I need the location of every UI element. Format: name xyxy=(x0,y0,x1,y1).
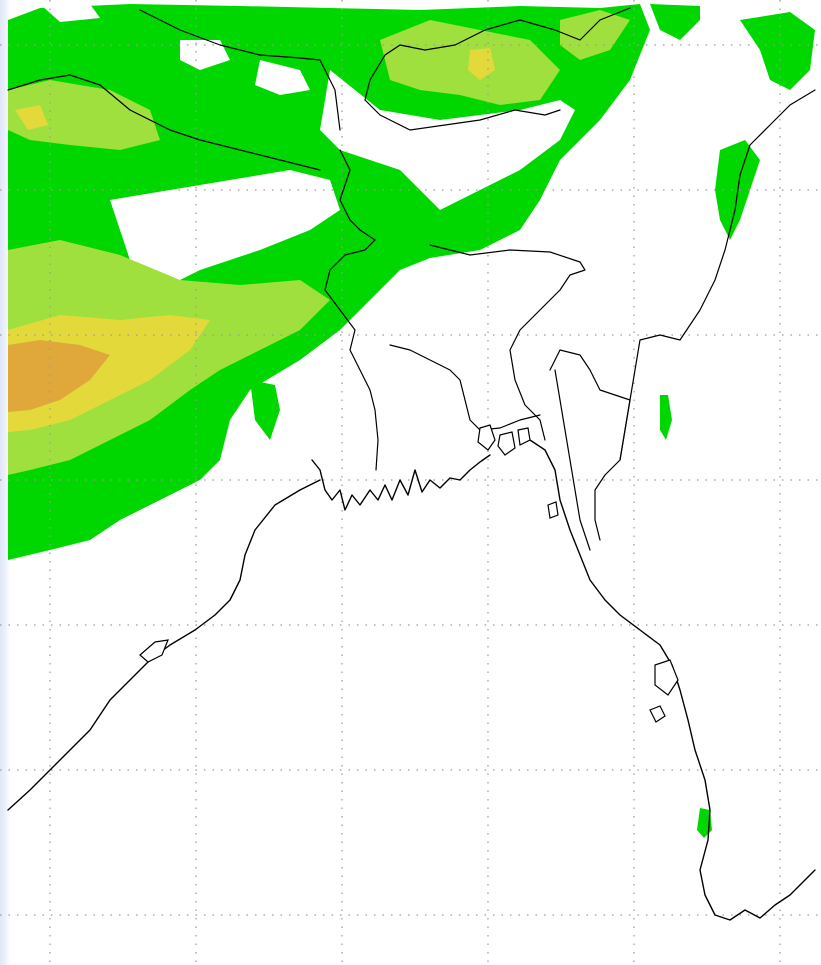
border-north-4 xyxy=(364,99,561,131)
border-north-3 xyxy=(364,7,631,101)
island-myanmar-1 xyxy=(649,705,666,723)
shade-level-2-ne xyxy=(560,10,630,60)
coastlines-and-borders xyxy=(7,7,816,921)
coastline-myanmar xyxy=(529,439,816,921)
island-delta-1 xyxy=(477,424,496,451)
dry-area-nw xyxy=(110,170,340,300)
shade-level-2-nw xyxy=(8,80,160,150)
dry-area-top2 xyxy=(255,60,310,95)
dry-area-top xyxy=(180,40,230,70)
shade-level-4-core xyxy=(8,340,110,412)
border-bangladesh-north xyxy=(429,244,586,441)
island-delta-3 xyxy=(517,427,531,446)
precipitation-shading xyxy=(8,4,815,838)
island-myanmar-2 xyxy=(654,659,679,696)
border-north-2 xyxy=(139,9,341,131)
border-ne-india xyxy=(594,89,816,541)
shade-level-1-ne xyxy=(650,4,700,40)
border-myanmar-inner xyxy=(549,349,631,461)
shade-level-3-w xyxy=(15,105,48,130)
island-india-east xyxy=(139,639,169,663)
dry-area-topleft xyxy=(40,4,100,22)
river-ganges xyxy=(389,344,541,431)
dry-area-north xyxy=(320,70,575,210)
coastline-india-east xyxy=(7,479,321,811)
shade-level-3-n xyxy=(468,48,495,80)
island-delta-2 xyxy=(497,431,516,456)
coastline-ganges-delta xyxy=(311,454,491,511)
shade-level-1-east2 xyxy=(660,395,672,440)
shade-level-1-small xyxy=(250,380,280,440)
shade-level-1-ne2 xyxy=(740,12,815,90)
river-myanmar xyxy=(554,369,591,551)
border-north-1 xyxy=(7,74,321,171)
island-myanmar-coast xyxy=(547,501,559,519)
border-india-bangladesh-west xyxy=(324,149,379,471)
